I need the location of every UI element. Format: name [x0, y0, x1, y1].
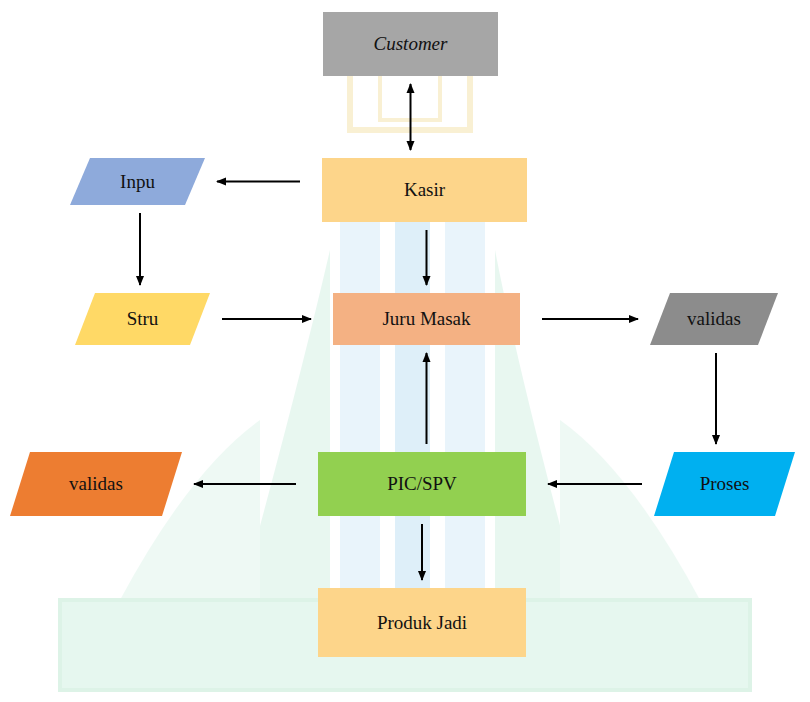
process-box: Kasir: [322, 158, 527, 222]
flow-arrow: [426, 230, 428, 285]
flow-arrow: [410, 84, 412, 150]
node-label: Kasir: [404, 179, 445, 201]
node-label: Inpu: [120, 171, 155, 193]
flow-arrow: [139, 213, 141, 285]
data-parallelogram: validas: [650, 293, 778, 345]
flow-arrow: [222, 318, 311, 320]
flow-arrow: [217, 181, 300, 183]
node-label: Customer: [374, 33, 448, 55]
process-box: Juru Masak: [333, 293, 520, 345]
node-label: Proses: [700, 473, 750, 495]
node-label: PIC/SPV: [387, 473, 457, 495]
data-parallelogram: Proses: [654, 452, 795, 516]
node-label: validas: [687, 308, 741, 330]
data-parallelogram: validas: [10, 452, 182, 516]
flow-arrow: [715, 353, 717, 444]
parallelogram-fill: [10, 452, 182, 516]
process-box: Customer: [323, 12, 498, 76]
node-label: Stru: [127, 308, 159, 330]
parallelogram-fill: [654, 452, 795, 516]
process-box: Produk Jadi: [318, 588, 526, 657]
flow-arrow: [426, 353, 428, 444]
data-parallelogram: Stru: [75, 293, 210, 345]
process-box: PIC/SPV: [318, 452, 526, 516]
node-label: validas: [69, 473, 123, 495]
flow-arrow: [548, 483, 642, 485]
data-parallelogram: Inpu: [70, 158, 205, 205]
parallelogram-fill: [70, 158, 205, 205]
parallelogram-fill: [650, 293, 778, 345]
flow-arrow: [194, 483, 296, 485]
flow-arrow: [542, 318, 638, 320]
node-label: Juru Masak: [382, 308, 470, 330]
flow-arrow: [421, 524, 423, 580]
node-label: Produk Jadi: [377, 612, 467, 634]
parallelogram-fill: [75, 293, 210, 345]
